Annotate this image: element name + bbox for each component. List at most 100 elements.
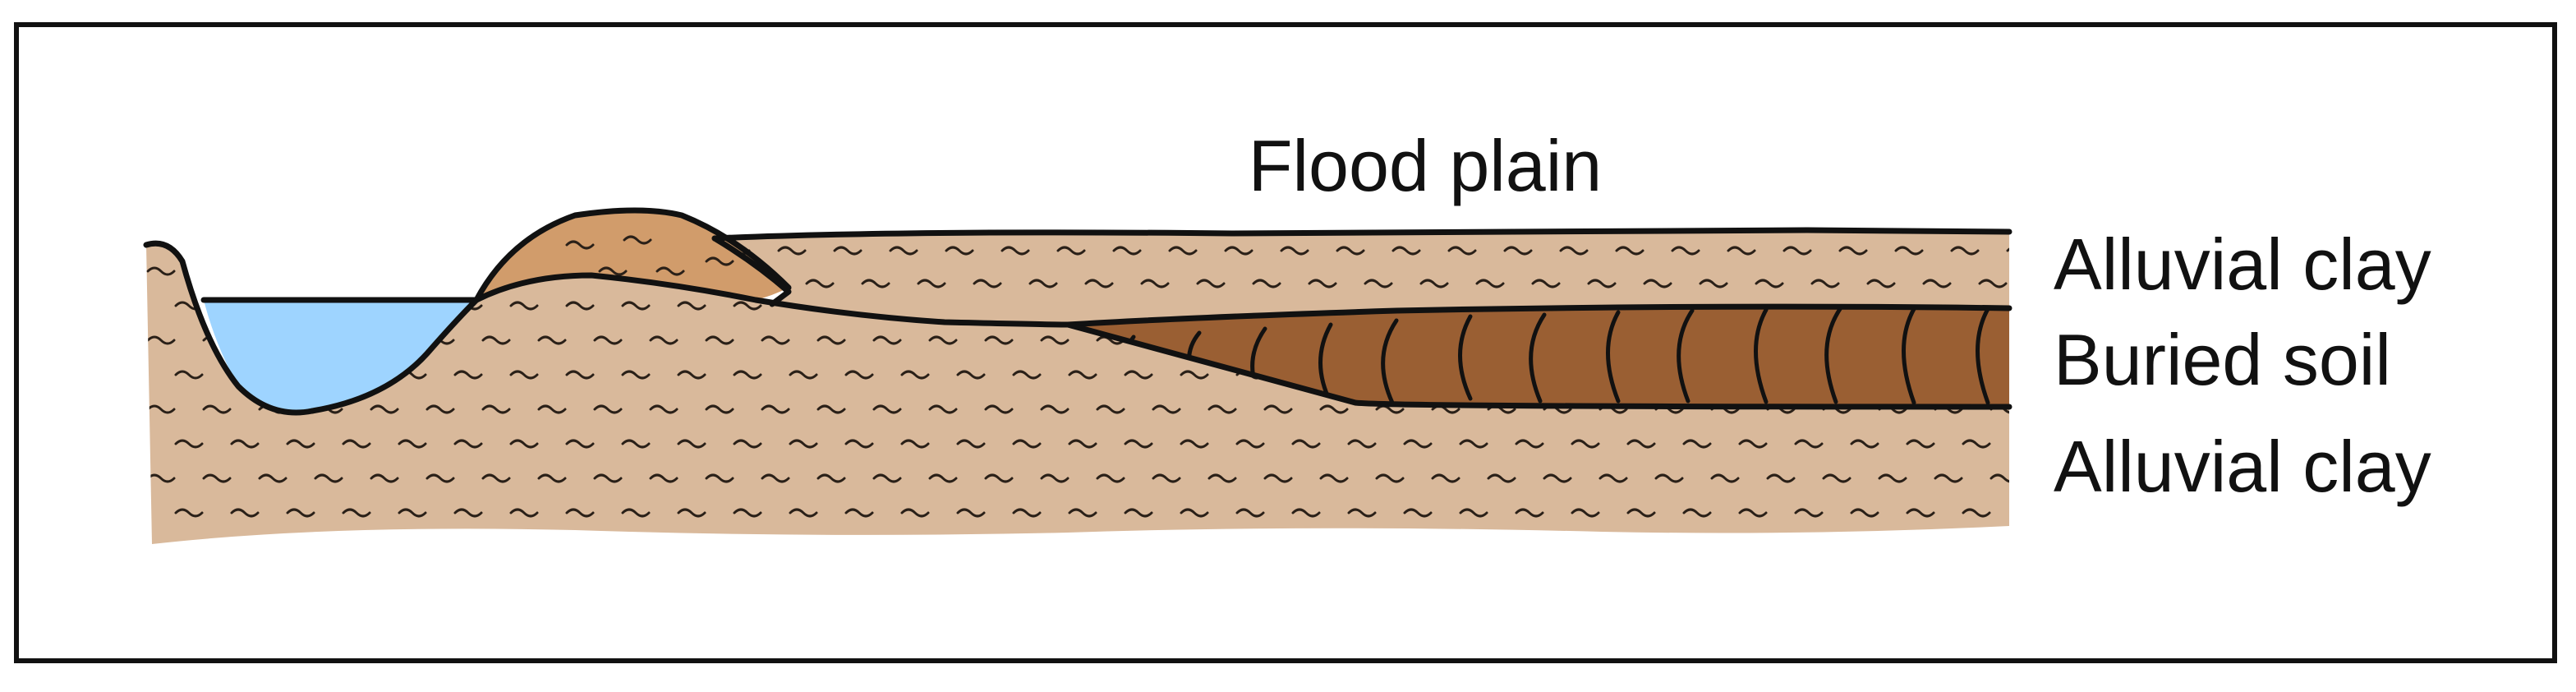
clay-tilde-mark [1364, 279, 1393, 288]
clay-texture-upper [721, 246, 2009, 288]
clay-tilde-mark [1615, 246, 1644, 256]
clay-tilde-mark [1822, 473, 1852, 483]
clay-tilde-mark [1906, 439, 1935, 449]
clay-tilde-mark [509, 301, 539, 311]
clay-tilde-mark [146, 266, 176, 276]
clay-tilde-mark [761, 335, 790, 345]
clay-tilde-mark [1403, 439, 1433, 449]
clay-tilde-mark [1447, 246, 1477, 256]
clay-tilde-mark [1866, 279, 1896, 288]
clay-tilde-mark [146, 473, 176, 483]
clay-tilde-mark [1503, 246, 1533, 256]
clay-tilde-mark [900, 439, 930, 449]
clay-tilde-mark [1208, 473, 1237, 483]
clay-tilde-mark [816, 335, 846, 345]
clay-tilde-mark [1699, 279, 1728, 288]
clay-tilde-mark [1124, 508, 1153, 518]
clay-tilde-mark [1375, 473, 1405, 483]
clay-tilde-mark [370, 266, 399, 276]
clay-tilde-mark [1347, 439, 1377, 449]
clay-tilde-mark [733, 439, 762, 449]
clay-tilde-mark [833, 246, 862, 256]
clay-tilde-mark [956, 508, 986, 518]
clay-tilde-mark [1766, 473, 1796, 483]
clay-tilde-mark [1196, 279, 1226, 288]
clay-tilde-mark [146, 335, 176, 345]
clay-tilde-mark [872, 335, 902, 345]
clay-tilde-mark [1571, 508, 1600, 518]
clay-tilde-mark [1906, 508, 1935, 518]
clay-tilde-mark [1180, 439, 1209, 449]
clay-tilde-mark [481, 404, 511, 414]
buried-soil-base-line [1065, 321, 2012, 410]
clay-tilde-mark [1096, 404, 1125, 414]
clay-tilde-mark [593, 335, 623, 345]
clay-tilde-mark [649, 473, 678, 483]
clay-tilde-mark [621, 439, 651, 449]
clay-tilde-mark [1487, 473, 1516, 483]
buried-soil-top-line [1065, 303, 2012, 328]
clay-tilde-mark [1626, 508, 1656, 518]
clay-tilde-mark [1727, 246, 1756, 256]
clay-tilde-mark [481, 335, 511, 345]
clay-tilde-mark [1012, 439, 1042, 449]
clay-tilde-mark [844, 508, 874, 518]
clay-tilde-mark [1068, 439, 1097, 449]
levee-texture [565, 235, 734, 276]
clay-tilde-mark [1587, 279, 1617, 288]
clay-tilde-mark [956, 370, 986, 380]
clay-tilde-mark [861, 279, 890, 288]
clay-tilde-mark [844, 439, 874, 449]
clay-tilde-mark [1028, 279, 1058, 288]
clay-tilde-mark [174, 508, 204, 518]
clay-tilde-mark [1810, 279, 1840, 288]
clay-tilde-mark [705, 404, 734, 414]
flood-plain-surface-line [711, 227, 2012, 242]
clay-tilde-mark [1962, 508, 1991, 518]
clay-tilde-mark [1040, 473, 1070, 483]
buried-soil-layer [1068, 307, 2009, 407]
clay-tilde-mark [789, 370, 818, 380]
clay-tilde-mark [844, 370, 874, 380]
clay-tilde-mark [1934, 473, 1963, 483]
clay-tilde-mark [1515, 508, 1544, 518]
clay-tilde-mark [1643, 279, 1672, 288]
clay-tilde-mark [1710, 473, 1740, 483]
clay-tilde-mark [1068, 508, 1097, 518]
clay-tilde-mark [1140, 279, 1170, 288]
clay-tilde-mark [342, 508, 371, 518]
clay-tilde-mark [789, 508, 818, 518]
clay-tilde-mark [1682, 439, 1712, 449]
clay-tilde-mark [872, 404, 902, 414]
clay-tilde-mark [733, 301, 762, 311]
clay-tilde-mark [230, 508, 260, 518]
clay-tilde-mark [1559, 246, 1589, 256]
clay-tilde-mark [984, 335, 1014, 345]
clay-tilde-mark [816, 404, 846, 414]
clay-tilde-mark [872, 473, 902, 483]
clay-tilde-mark [537, 335, 567, 345]
levee-tilde-mark [598, 266, 628, 276]
clay-tilde-mark [426, 404, 455, 414]
clay-tilde-mark [398, 508, 427, 518]
flood-plain-label: Flood plain [1249, 125, 1603, 206]
clay-tilde-mark [537, 473, 567, 483]
clay-tilde-mark [370, 404, 399, 414]
clay-tilde-mark [1308, 279, 1337, 288]
clay-tilde-mark [314, 266, 343, 276]
clay-tilde-mark [1224, 246, 1254, 256]
upper-alluvial-clay-label: Alluvial clay [2054, 224, 2431, 305]
clay-tilde-mark [1040, 404, 1070, 414]
clay-tilde-mark [805, 279, 835, 288]
clay-tilde-mark [258, 266, 288, 276]
clay-tilde-mark [1838, 246, 1868, 256]
clay-tilde-mark [481, 473, 511, 483]
clay-tilde-mark [1112, 246, 1142, 256]
clay-tilde-mark [1347, 508, 1377, 518]
clay-tilde-mark [973, 279, 1002, 288]
clay-tilde-mark [928, 473, 958, 483]
clay-tilde-mark [398, 439, 427, 449]
clay-tilde-mark [286, 439, 315, 449]
clay-tilde-mark [1000, 246, 1030, 256]
levee-inner-edge-line [711, 235, 792, 307]
